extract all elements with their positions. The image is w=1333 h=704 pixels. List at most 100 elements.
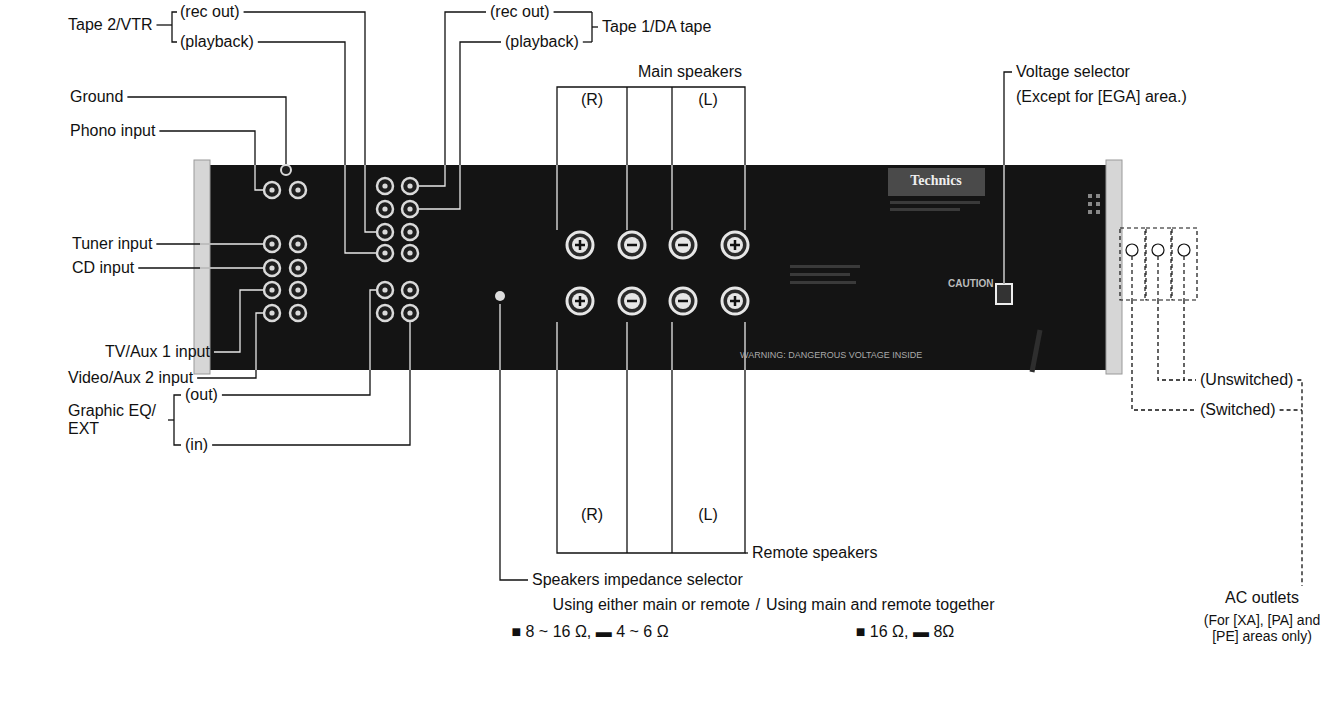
callout-label: (playback) [505, 33, 579, 51]
callout-label: (in) [185, 436, 208, 454]
callout-label: CD input [72, 259, 134, 277]
rca-jack [377, 282, 393, 298]
leader-line [1004, 165, 1012, 284]
leader-line [168, 419, 174, 420]
leader-line [419, 42, 501, 209]
rca-jacks [264, 178, 418, 321]
rca-jack [290, 236, 306, 252]
outlet-socket [1126, 244, 1138, 256]
voltage-selector [996, 284, 1012, 304]
speaker-terminal [619, 232, 645, 258]
callout-label: Ground [70, 88, 123, 106]
rca-jack [402, 201, 418, 217]
panel-dot [1088, 194, 1092, 198]
rca-jack [377, 224, 393, 240]
speaker-terminal [670, 288, 696, 314]
callout-label: AC outlets [1225, 589, 1299, 607]
callout-label: (rec out) [490, 3, 550, 21]
callout-label: (For [XA], [PA] and [PE] areas only) [1197, 612, 1327, 644]
leader-line [671, 322, 672, 553]
fine-print [790, 265, 860, 268]
leader-line [419, 165, 501, 209]
warning-text: WARNING: DANGEROUS VOLTAGE INSIDE [740, 351, 922, 361]
fine-print [890, 208, 960, 211]
outlet-socket [1152, 244, 1164, 256]
callout-label: (R) [581, 506, 603, 524]
callout-label: (L) [698, 91, 718, 109]
callout-label: (L) [698, 506, 718, 524]
leader-line [1158, 300, 1184, 380]
leader-line [244, 12, 376, 232]
panel-dot [1096, 210, 1100, 214]
fine-print [890, 201, 980, 204]
leader-lines [127, 12, 1302, 586]
rear-panel: TechnicsCAUTIONWARNING: DANGEROUS VOLTAG… [200, 165, 1118, 370]
callout-label: Speakers impedance selector [532, 571, 743, 589]
callout-label: (Except for [EGA] area.) [1016, 88, 1187, 106]
callout-label: Phono input [70, 122, 155, 140]
leader-line [626, 87, 627, 230]
leader-line [626, 322, 627, 370]
leader-line [1280, 409, 1302, 410]
callout-label: Tuner input [72, 235, 152, 253]
callout-label: Using main and remote together [766, 596, 995, 614]
callout-label: (playback) [180, 33, 254, 51]
rca-jack [377, 245, 393, 261]
callout-label: (out) [185, 386, 218, 404]
panel-dot [1096, 194, 1100, 198]
leader-lines-on-panel [200, 165, 1118, 370]
callout-label: Remote speakers [752, 544, 877, 562]
panel-dot [1096, 202, 1100, 206]
rca-jack [290, 182, 306, 198]
rca-jack [290, 282, 306, 298]
leader-line [671, 87, 672, 230]
rear-panel-body [200, 165, 1118, 370]
leader-line [626, 165, 627, 230]
power-cord [1032, 330, 1040, 372]
leader-line [156, 243, 263, 244]
leader-line [200, 313, 263, 370]
callout-label: (rec out) [180, 3, 240, 21]
leader-line [156, 24, 172, 25]
callout-label: (R) [581, 91, 603, 109]
leader-line [212, 322, 410, 445]
speaker-terminal [670, 232, 696, 258]
leader-line [212, 322, 410, 370]
panel-dot [1088, 210, 1092, 214]
leader-line [671, 165, 672, 230]
side-cap [194, 160, 210, 374]
leader-line [200, 165, 263, 190]
brand-logo: Technics [910, 173, 962, 188]
leader-line [258, 42, 376, 253]
speaker-terminal [619, 288, 645, 314]
leader-line [1297, 380, 1302, 586]
callout-label: Voltage selector [1016, 63, 1130, 81]
outlet-socket [1178, 244, 1190, 256]
leader-line [626, 322, 627, 553]
speaker-terminal [567, 232, 593, 258]
rca-jack [402, 178, 418, 194]
callout-label: ■ 16 Ω, ▬ 8Ω [856, 623, 955, 641]
leader-line [174, 395, 181, 445]
leader-line [244, 165, 376, 232]
leader-line [172, 12, 177, 42]
leader-line [159, 131, 263, 190]
rca-jack [264, 282, 280, 298]
leader-line [583, 41, 592, 42]
rca-jack [402, 305, 418, 321]
panel-dot [1088, 202, 1092, 206]
leader-line [671, 322, 672, 370]
fine-print [790, 281, 856, 284]
leader-line [557, 165, 745, 230]
rca-jack [290, 305, 306, 321]
leader-line [557, 322, 745, 553]
callout-label: ■ 8 ~ 16 Ω, ▬ 4 ~ 6 Ω [511, 623, 668, 641]
speaker-terminals [567, 232, 748, 314]
leader-line [592, 26, 598, 27]
leader-line [200, 243, 263, 244]
leader-line [1004, 72, 1012, 284]
rca-jack [264, 305, 280, 321]
callout-label: (Switched) [1200, 401, 1276, 419]
rca-jack [402, 224, 418, 240]
rca-jack [377, 201, 393, 217]
